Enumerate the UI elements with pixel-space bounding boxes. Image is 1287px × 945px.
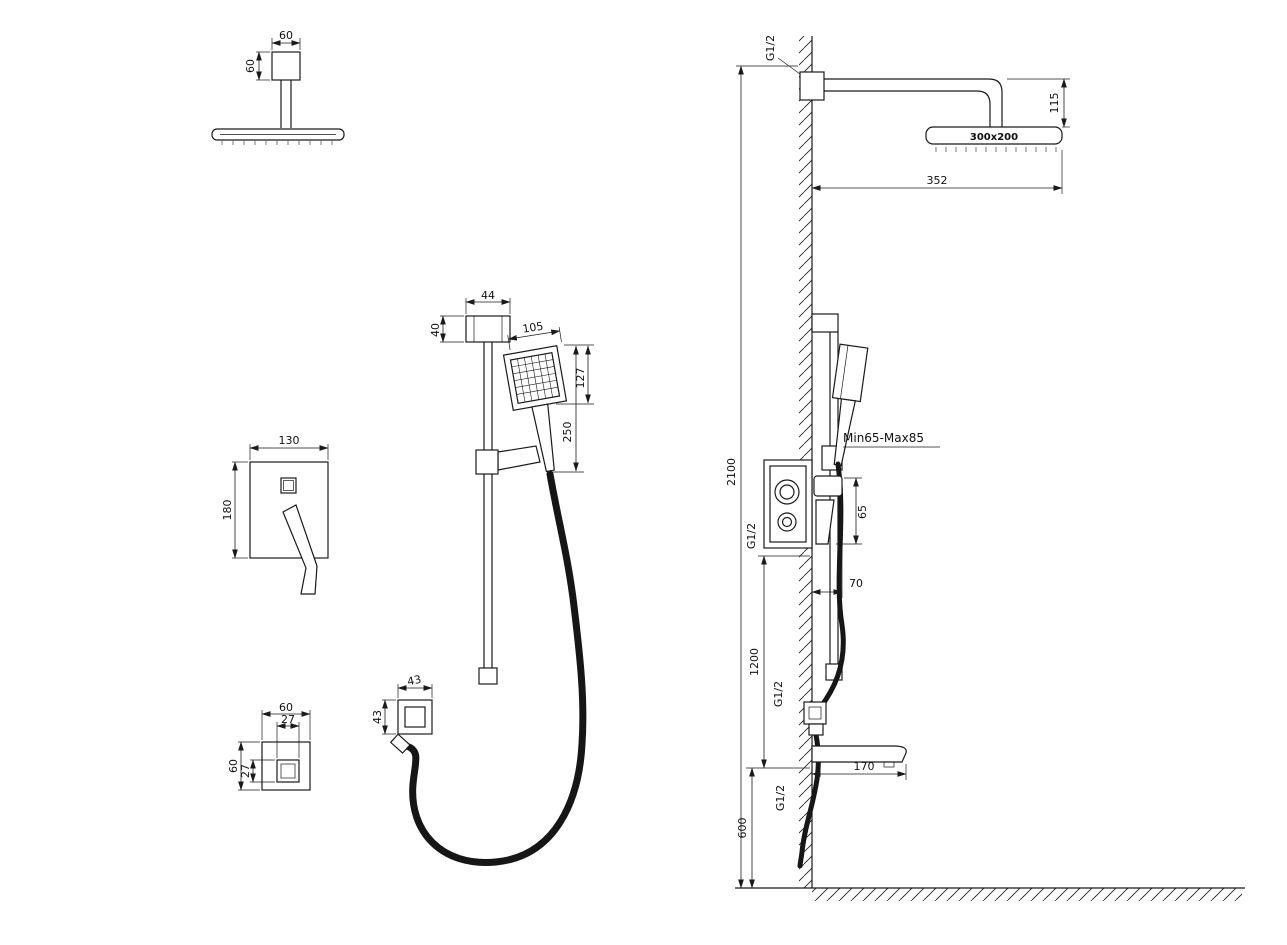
dim-valve-span: 65 xyxy=(856,505,869,519)
dim-head-drop: 115 xyxy=(1048,93,1061,114)
label-spout-thread: G1/2 xyxy=(774,785,787,811)
dim-bracket-depth: 40 xyxy=(429,323,442,337)
dim-outlet-height: 43 xyxy=(371,710,384,724)
dim-spout-height-from-floor: 600 xyxy=(736,818,749,839)
dim-mixer-width: 130 xyxy=(279,434,300,447)
dim-total-height: 2100 xyxy=(725,458,738,486)
slide-rail-front-view: 44 40 xyxy=(429,289,541,685)
dim-spout-outer-height: 60 xyxy=(227,759,240,773)
dim-hand-shower-width: 105 xyxy=(522,320,545,336)
wall-outlet-front-view: 43 43 xyxy=(371,673,433,754)
spout-front-view: 60 27 60 27 xyxy=(227,701,311,791)
side-hand-shower xyxy=(831,343,869,467)
rail-slider xyxy=(475,449,499,475)
dim-ceiling-head-width: 60 xyxy=(279,29,293,42)
mixer-lever-handle xyxy=(282,504,318,595)
dim-spout-inner-width: 27 xyxy=(281,713,295,726)
dim-hand-shower-head-length: 127 xyxy=(574,368,587,389)
spray-ticks xyxy=(221,141,333,145)
dim-ceiling-head-depth: 60 xyxy=(244,59,257,73)
spray-face-grid xyxy=(511,353,558,403)
dim-hand-shower-total-length: 250 xyxy=(561,422,574,443)
ceiling-shower-head-front-view: 60 60 xyxy=(211,29,345,145)
dim-mixer-height: 180 xyxy=(221,500,234,521)
side-wall-outlet xyxy=(803,701,827,736)
label-outlet-thread: G1/2 xyxy=(772,681,785,707)
side-rain-head: 300x200 xyxy=(799,71,1063,152)
shower-hose-front xyxy=(405,470,587,866)
dim-spout-reach: 170 xyxy=(854,760,875,773)
dim-arm-reach: 352 xyxy=(927,174,948,187)
mixer-valve-front-view: 130 180 xyxy=(221,434,329,595)
label-valve-depth-note: Min65-Max85 xyxy=(843,431,924,445)
dim-outlet-height-from-floor: 1200 xyxy=(748,648,761,676)
dim-bracket-width: 44 xyxy=(481,289,495,302)
side-spout xyxy=(811,745,907,768)
installation-side-view: 300x200 G1/2 115 352 2100 xyxy=(725,35,1245,901)
shower-hose-side-lower xyxy=(797,732,821,869)
hose-nut xyxy=(389,733,411,754)
label-head-size: 300x200 xyxy=(970,132,1018,143)
shower-hose-side-upper xyxy=(817,461,846,711)
dim-spout-outer-width: 60 xyxy=(279,701,293,714)
hand-shower-front-view: 105 250 127 xyxy=(502,320,594,473)
dim-outlet-width: 43 xyxy=(406,673,422,689)
spray-ticks-side xyxy=(935,147,1057,152)
floor-hatch xyxy=(812,888,1242,901)
hand-shower-handle xyxy=(531,403,555,473)
label-valve-thread: G1/2 xyxy=(745,523,758,549)
dim-valve-offset: 70 xyxy=(849,577,863,590)
dim-spout-inner-height: 27 xyxy=(239,764,252,778)
side-mixer-valve xyxy=(763,459,843,549)
hand-shower-holder xyxy=(497,445,541,471)
label-top-thread: G1/2 xyxy=(764,35,777,61)
